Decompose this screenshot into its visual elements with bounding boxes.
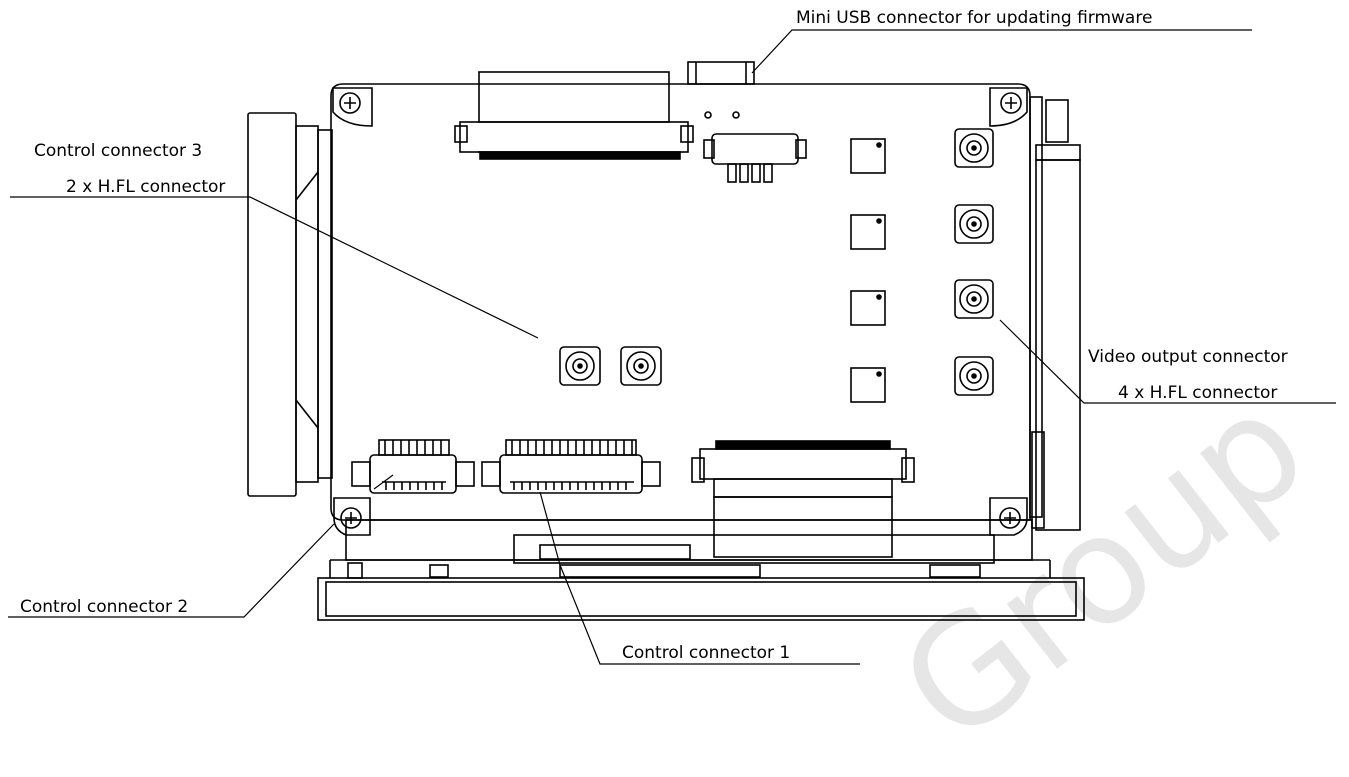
label-control-connector-3: Control connector 3 [34, 141, 203, 161]
lens-mount [247, 112, 333, 497]
control-connector-1-part [481, 439, 661, 494]
label-mini-usb: Mini USB connector for updating firmware [796, 8, 1153, 28]
bottom-fpc-connector [691, 440, 915, 558]
leader-lines [8, 29, 1336, 665]
mounting-screws [332, 87, 1028, 536]
label-2x-hfl: 2 x H.FL connector [66, 177, 226, 197]
control-3-hfl-connectors [559, 346, 662, 386]
label-control-connector-1: Control connector 1 [622, 643, 791, 663]
base-plate [317, 519, 1085, 621]
right-housing [1029, 96, 1081, 531]
label-control-connector-2: Control connector 2 [20, 597, 189, 617]
video-output-hfl-connectors [954, 128, 994, 396]
mini-usb-connector [687, 61, 755, 119]
control-connector-2-part [351, 439, 475, 494]
top-board-connector [454, 71, 694, 160]
label-video-output: Video output connector [1088, 347, 1288, 367]
board-diagram [8, 29, 1336, 665]
label-4x-hfl: 4 x H.FL connector [1118, 383, 1278, 403]
chips [850, 138, 886, 403]
small-top-connector [703, 133, 807, 183]
